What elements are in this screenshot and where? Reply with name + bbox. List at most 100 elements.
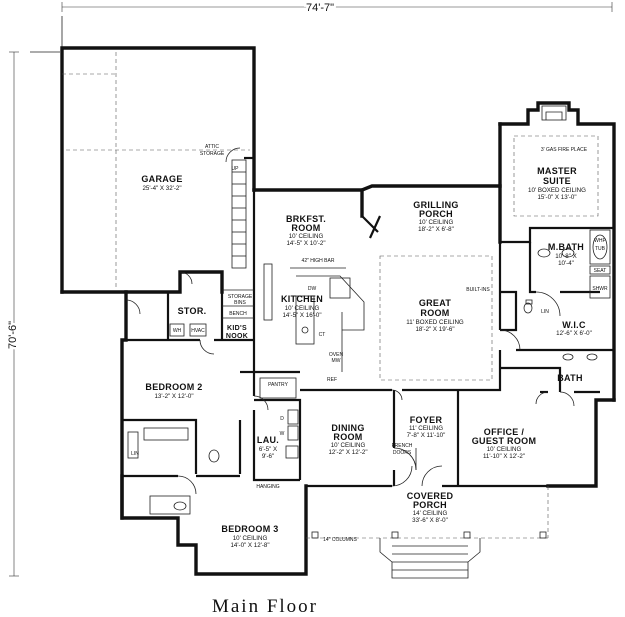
room-name: GARAGE: [141, 174, 182, 184]
stairs-up-label: UP: [232, 166, 240, 172]
room-size: 18'-2" X 6'-8": [418, 226, 454, 233]
exterior-walls: [60, 46, 616, 576]
washer-label: W: [280, 431, 285, 437]
room-name: ROOM: [420, 308, 449, 318]
hanging-label: HANGING: [256, 484, 279, 490]
interior-walls: [122, 156, 614, 488]
attic-storage-label: STORAGE: [200, 151, 225, 157]
french-doors-label: FRENCH: [392, 443, 413, 449]
room-name: LAU.: [257, 435, 279, 445]
room-name: BATH: [557, 373, 583, 383]
pantry-label: PANTRY: [268, 382, 288, 388]
room-ceiling: 11' BOXED CEILING: [406, 319, 464, 326]
fixture-labels: 3' GAS FIRE PLACE ATTIC STORAGE UP STORA…: [131, 144, 608, 543]
room-ceiling: 10' CEILING: [419, 219, 454, 226]
room-breakfast: BRKFST. ROOM 10' CEILING 14'-5" X 10'-2": [286, 214, 326, 247]
room-ceiling: 10' CEILING: [285, 305, 320, 312]
cooktop-label: CT: [319, 332, 326, 338]
room-name: KITCHEN: [281, 294, 323, 304]
bath-fixtures: [127, 229, 611, 515]
room-ceiling: 14' CEILING: [413, 510, 448, 517]
whirlpool-label: WHP: [594, 238, 606, 244]
room-size: 15'-0" X 13'-0": [537, 194, 576, 201]
oven-label: OVEN: [329, 352, 344, 358]
room-name: GREAT: [419, 298, 452, 308]
tub-label: TUB: [595, 246, 606, 252]
bench-label: BENCH: [229, 311, 247, 317]
room-name: NOOK: [226, 333, 248, 340]
room-name: OFFICE /: [484, 427, 525, 437]
room-dining: DINING ROOM 10' CEILING 12'-2" X 12'-2": [328, 423, 367, 456]
laundry-details: [259, 377, 299, 459]
room-garage: GARAGE 25'-4" X 32'-2": [141, 174, 182, 192]
seat-label: SEAT: [594, 268, 607, 274]
room-office: OFFICE / GUEST ROOM 10' CEILING 11'-10" …: [472, 427, 537, 460]
room-kids-nook: KID'S NOOK: [226, 325, 248, 340]
room-ceiling: 10' CEILING: [289, 233, 324, 240]
room-name: COVERED: [407, 491, 454, 501]
room-size: 33'-6" X 8'-0": [412, 517, 448, 524]
room-name: GRILLING: [413, 200, 458, 210]
room-ceiling: 10' CEILING: [331, 442, 366, 449]
room-name: M.BATH: [548, 242, 584, 252]
room-bedroom-3: BEDROOM 3 10' CEILING 14'-0" X 12'-8": [221, 524, 278, 549]
room-master-suite: MASTER SUITE 10' BOXED CEILING 15'-0" X …: [528, 166, 586, 201]
dryer-label: D: [280, 416, 284, 422]
plan-title: Main Floor: [212, 596, 318, 617]
room-name: PORCH: [419, 209, 453, 219]
hvac-label: HVAC: [191, 328, 205, 334]
water-heater-label: WH: [173, 328, 182, 334]
shower-label: SHWR: [592, 286, 608, 292]
room-size: 13'-2" X 12'-0": [154, 393, 193, 400]
room-size: 7'-8" X 11'-10": [407, 432, 446, 439]
room-ceiling: 10' CEILING: [487, 446, 522, 453]
room-name: KID'S: [227, 325, 247, 332]
columns-label: 14" COLUMNS: [323, 537, 357, 543]
room-name: W.I.C: [562, 320, 586, 330]
room-size: 6'-5" X: [259, 446, 277, 453]
microwave-label: MW: [332, 358, 341, 364]
room-wic: W.I.C 12'-6" X 6'-0": [556, 320, 592, 337]
room-name: BEDROOM 2: [145, 382, 202, 392]
room-master-bath: M.BATH 10'-8" X 10'-4": [548, 242, 584, 267]
room-name: DINING: [331, 423, 364, 433]
storage-bins-label-2: BINS: [234, 300, 246, 306]
room-size: 25'-4" X 32'-2": [142, 185, 181, 192]
attic-label: ATTIC: [205, 144, 219, 150]
dishwasher-label: DW: [308, 286, 317, 292]
room-name: BRKFST.: [286, 214, 326, 224]
room-great-room: GREAT ROOM 11' BOXED CEILING 18'-2" X 19…: [406, 298, 464, 333]
width-dimension: 74'-7": [306, 2, 334, 14]
room-ceiling: 10' BOXED CEILING: [528, 187, 586, 194]
room-name: GUEST ROOM: [472, 436, 537, 446]
master-ceiling-outline: [513, 135, 599, 217]
room-size: 14'-5" X 16'-0": [282, 312, 321, 319]
room-size: 14'-0" X 12'-8": [230, 542, 269, 549]
room-name: BEDROOM 3: [221, 524, 278, 534]
room-bath: BATH: [557, 373, 583, 383]
room-foyer: FOYER 11' CEILING 7'-8" X 11'-10": [407, 415, 446, 439]
built-ins-label: BUILT-INS: [466, 287, 490, 293]
kitchen-details: [263, 263, 365, 372]
porch-details: [306, 486, 549, 579]
great-room-ceiling-outline: [379, 255, 493, 381]
room-kitchen: KITCHEN 10' CEILING 14'-5" X 16'-0": [281, 294, 323, 319]
room-name: SUITE: [543, 176, 571, 186]
room-name: MASTER: [537, 166, 577, 176]
room-size: 10'-8" X: [555, 253, 577, 260]
room-name: FOYER: [410, 415, 443, 425]
room-grilling-porch: GRILLING PORCH 10' CEILING 18'-2" X 6'-8…: [413, 200, 458, 233]
linen-label-2: LIN: [131, 451, 139, 457]
room-name: PORCH: [413, 500, 447, 510]
depth-dimension: 70'-6": [7, 321, 19, 349]
room-size: 12'-6" X 6'-0": [556, 330, 592, 337]
room-ceiling: 11' CEILING: [409, 425, 443, 432]
room-size: 18'-2" X 19'-6": [415, 326, 454, 333]
room-ceiling: 10' CEILING: [233, 535, 268, 542]
linen-label: LIN: [541, 309, 549, 315]
door-swings: [125, 271, 575, 495]
garage-details: [62, 52, 250, 288]
room-name: STOR.: [178, 306, 207, 316]
room-name: ROOM: [333, 432, 362, 442]
